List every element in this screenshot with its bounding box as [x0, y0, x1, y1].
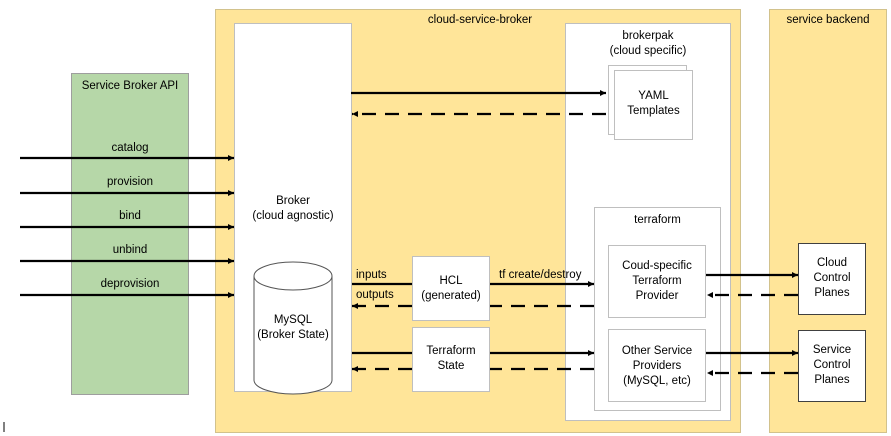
- yaml-templates-node: [614, 70, 693, 140]
- service-backend-title: service backend: [786, 14, 870, 26]
- api-call-label-deprovision: deprovision: [100, 278, 160, 290]
- cloud-terraform-provider-node: [608, 245, 706, 318]
- cloud-control-planes-label: Cloud Control Planes: [813, 257, 851, 299]
- inputs-label: inputs: [356, 269, 387, 281]
- yaml-templates-label: YAML Templates: [627, 90, 680, 117]
- service-broker-api-panel: [71, 73, 189, 395]
- outputs-label: outputs: [356, 289, 394, 301]
- other-service-providers-label: Other Service Providers (MySQL, etc): [621, 345, 693, 387]
- cloud-control-planes-node: [798, 243, 866, 315]
- api-call-label-unbind: unbind: [112, 244, 148, 256]
- service-control-planes-label: Service Control Planes: [812, 344, 852, 386]
- service-control-planes-node: [798, 330, 866, 402]
- terraform-state-node: [412, 327, 490, 392]
- hcl-label: HCL (generated): [421, 275, 481, 302]
- api-call-label-provision: provision: [106, 176, 154, 188]
- brokerpak-title: brokerpak (cloud specific): [609, 30, 687, 57]
- api-call-label-bind: bind: [119, 210, 141, 222]
- hcl-node: [412, 256, 490, 321]
- tf-create-destroy-label: tf create/destroy: [499, 269, 582, 281]
- mysql-label: MySQL (Broker State): [257, 314, 329, 341]
- api-call-label-catalog: catalog: [111, 142, 149, 154]
- terraform-title: terraform: [634, 214, 681, 226]
- cloud-service-broker-title: cloud-service-broker: [427, 14, 533, 26]
- other-service-providers-node: [608, 329, 706, 402]
- service-broker-api-title: Service Broker API: [81, 80, 179, 92]
- broker-label: Broker (cloud agnostic): [252, 195, 334, 222]
- terraform-state-label: Terraform State: [426, 345, 476, 372]
- cloud-terraform-provider-label: Coud-specific Terraform Provider: [622, 260, 692, 302]
